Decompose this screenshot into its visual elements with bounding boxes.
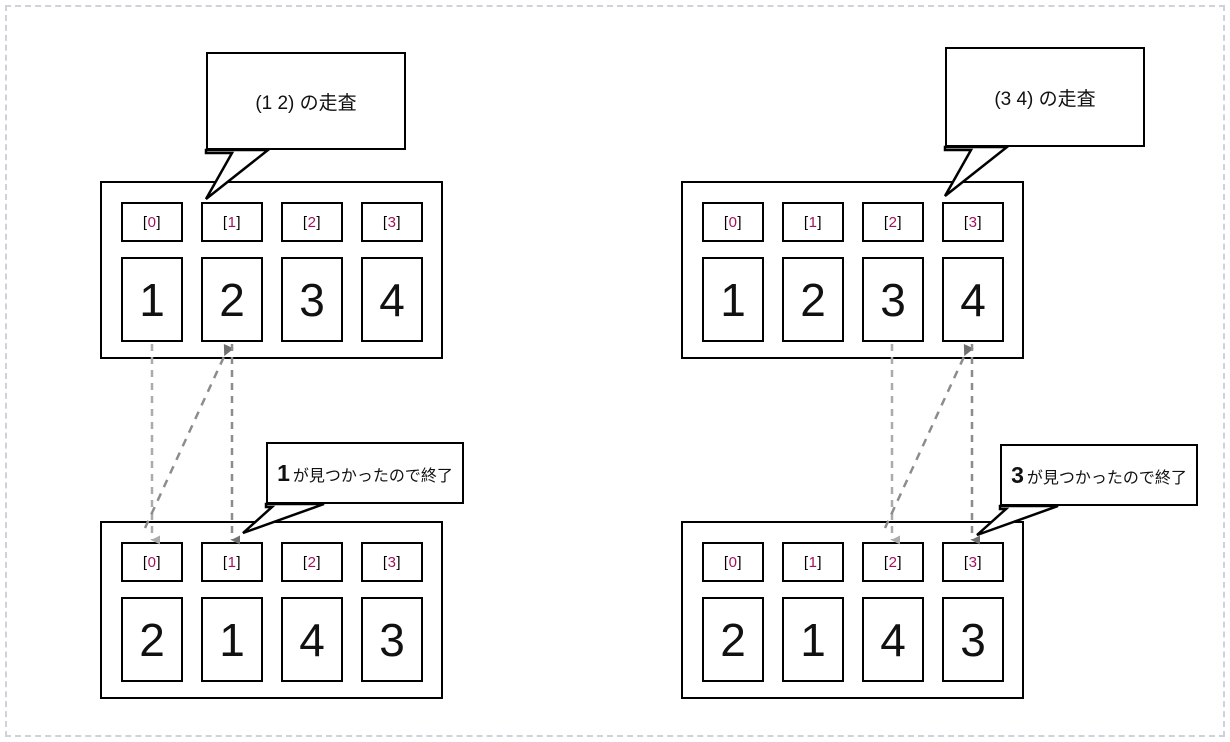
index-cell: [0] xyxy=(702,202,764,242)
index-cell: [3] xyxy=(361,202,423,242)
value-cell: 2 xyxy=(782,257,844,342)
value-cell: 2 xyxy=(702,597,764,682)
right-scan-callout-text: (3 4) の走査 xyxy=(994,88,1096,110)
index-cell: [2] xyxy=(281,542,343,582)
value-cell: 4 xyxy=(942,257,1004,342)
value-cell: 4 xyxy=(361,257,423,342)
left-top-array-value-row: 1 2 3 4 xyxy=(121,257,423,342)
right-bottom-array-value-row: 2 1 4 3 xyxy=(702,597,1004,682)
right-arrow-bottom2-to-top3 xyxy=(883,343,974,529)
index-cell: [0] xyxy=(121,202,183,242)
right-top-array-value-row: 1 2 3 4 xyxy=(702,257,1004,342)
index-cell: [3] xyxy=(942,202,1004,242)
index-cell: [3] xyxy=(361,542,423,582)
index-cell: [1] xyxy=(782,202,844,242)
left-top-array-index-row: [0] [1] [2] [3] xyxy=(121,202,423,242)
right-scan-callout-bubble: (3 4) の走査 xyxy=(945,47,1145,147)
left-result-value: 1 xyxy=(277,459,290,486)
left-result-message: が見つかったので終了 xyxy=(292,467,453,485)
right-bottom-array-index-row: [0] [1] [2] [3] xyxy=(702,542,1004,582)
value-cell: 4 xyxy=(862,597,924,682)
value-cell: 3 xyxy=(942,597,1004,682)
value-cell: 1 xyxy=(782,597,844,682)
right-bottom-array-box xyxy=(681,521,1024,699)
left-scan-callout-bubble: (1 2) の走査 xyxy=(206,52,406,150)
left-bottom-array-value-row: 2 1 4 3 xyxy=(121,597,423,682)
index-cell: [3] xyxy=(942,542,1004,582)
index-cell: [2] xyxy=(862,542,924,582)
value-cell: 1 xyxy=(702,257,764,342)
left-arrow-bottom0-to-top1 xyxy=(143,343,234,529)
index-cell: [0] xyxy=(121,542,183,582)
value-cell: 3 xyxy=(862,257,924,342)
right-top-array-index-row: [0] [1] [2] [3] xyxy=(702,202,1004,242)
index-cell: [1] xyxy=(201,202,263,242)
right-result-message: が見つかったので終了 xyxy=(1026,469,1187,487)
value-cell: 4 xyxy=(281,597,343,682)
value-cell: 1 xyxy=(201,597,263,682)
value-cell: 3 xyxy=(281,257,343,342)
right-result-value: 3 xyxy=(1011,461,1024,488)
left-bottom-array-index-row: [0] [1] [2] [3] xyxy=(121,542,423,582)
index-cell: [2] xyxy=(281,202,343,242)
value-cell: 2 xyxy=(121,597,183,682)
value-cell: 1 xyxy=(121,257,183,342)
index-cell: [2] xyxy=(862,202,924,242)
index-cell: [0] xyxy=(702,542,764,582)
left-scan-callout-text: (1 2) の走査 xyxy=(255,92,357,114)
value-cell: 2 xyxy=(201,257,263,342)
index-cell: [1] xyxy=(782,542,844,582)
right-top-array-box xyxy=(681,181,1024,359)
index-cell: [1] xyxy=(201,542,263,582)
value-cell: 3 xyxy=(361,597,423,682)
